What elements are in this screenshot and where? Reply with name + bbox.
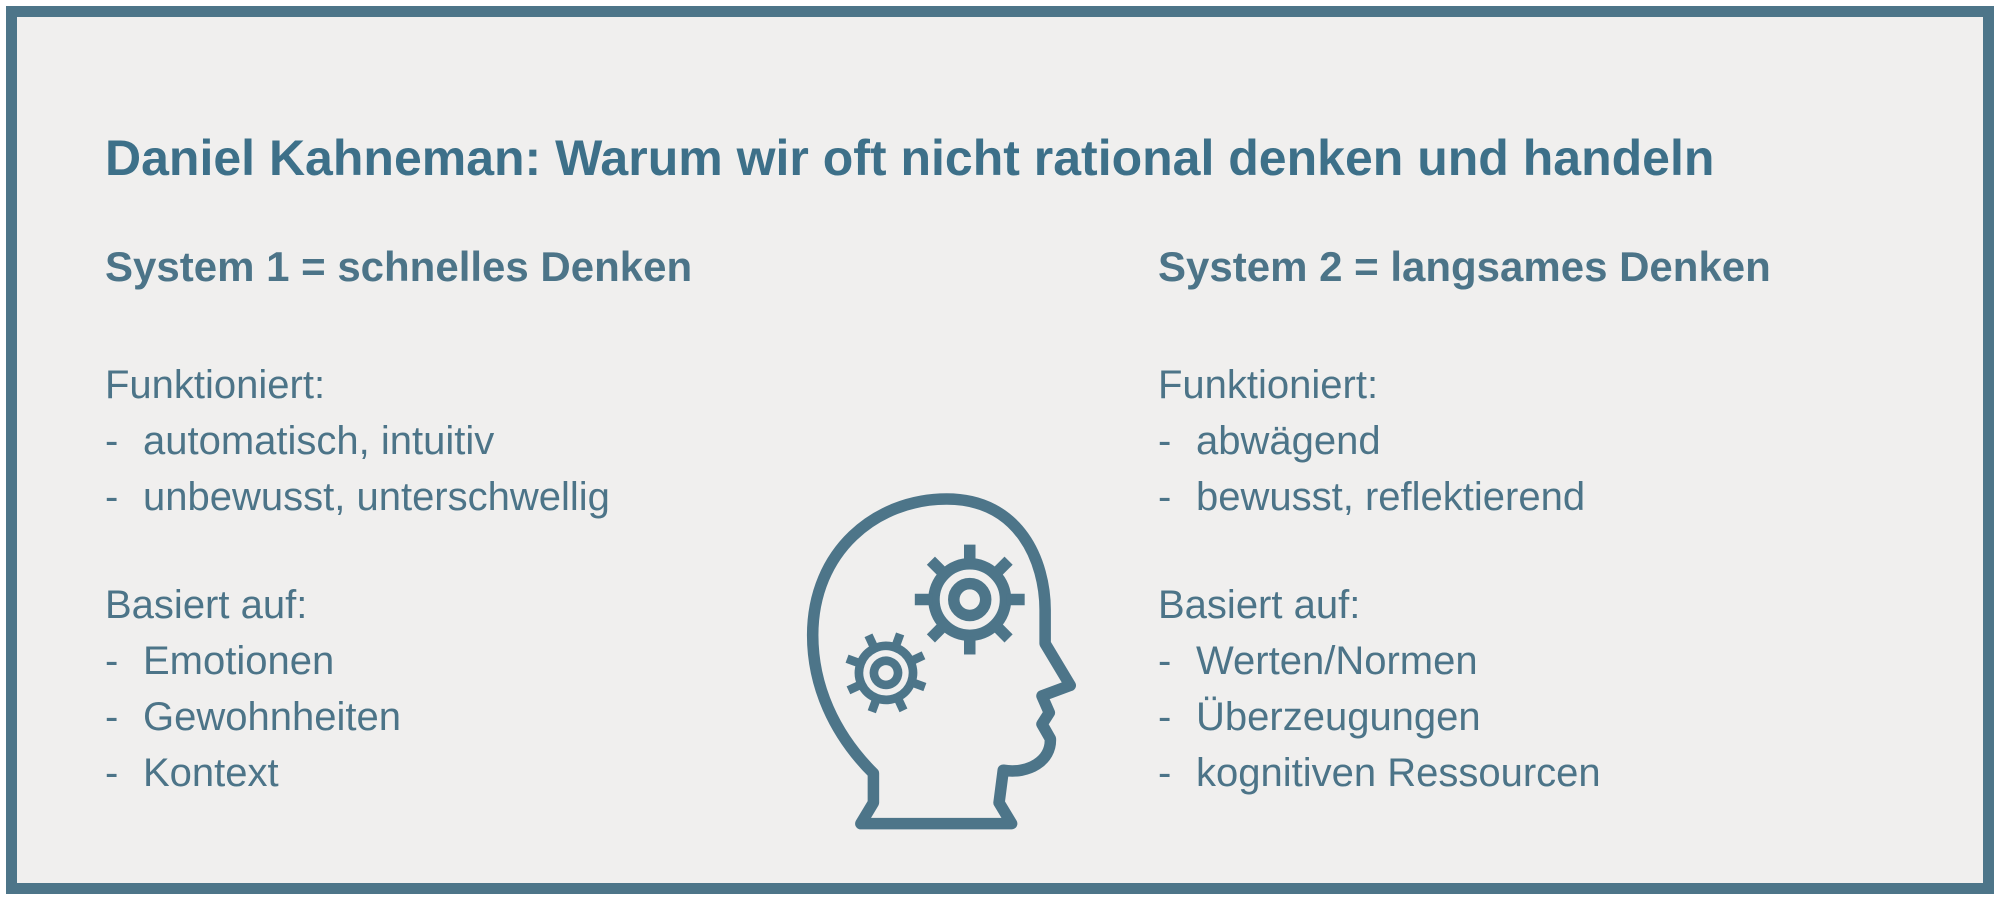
system-1-panel: System 1 = schnelles Denken Funktioniert… xyxy=(105,241,745,801)
list-item: -automatisch, intuitiv xyxy=(105,413,745,469)
list-item-text: Werten/Normen xyxy=(1196,639,1478,683)
list-item-text: Gewohnheiten xyxy=(143,695,401,739)
section-label: Funktioniert: xyxy=(105,363,326,407)
list-item: -Gewohnheiten xyxy=(105,689,745,745)
system-1-basiert-section: Basiert auf: -Emotionen -Gewohnheiten -K… xyxy=(105,577,745,801)
bullet-dash: - xyxy=(1158,639,1172,683)
system-2-panel: System 2 = langsames Denken Funktioniert… xyxy=(1158,241,1798,801)
page-title: Daniel Kahneman: Warum wir oft nicht rat… xyxy=(105,129,1715,186)
list-item: -Kontext xyxy=(105,745,745,801)
system-1-funktioniert-section: Funktioniert: -automatisch, intuitiv -un… xyxy=(105,357,745,525)
gear-icon xyxy=(915,545,1025,655)
system-2-heading: System 2 = langsames Denken xyxy=(1158,243,1771,290)
list-item: -kognitiven Ressourcen xyxy=(1158,745,1798,801)
system-1-heading: System 1 = schnelles Denken xyxy=(105,243,693,290)
list-item-text: Überzeugungen xyxy=(1196,695,1481,739)
bullet-dash: - xyxy=(1158,475,1172,519)
bullet-dash: - xyxy=(105,639,119,683)
list-item-text: bewusst, reflektierend xyxy=(1196,475,1586,519)
list-item: -abwägend xyxy=(1158,413,1798,469)
list-item-text: kognitiven Ressourcen xyxy=(1196,751,1601,795)
bullet-dash: - xyxy=(105,419,119,463)
list-item-text: unbewusst, unterschwellig xyxy=(143,475,610,519)
head-with-gears-icon xyxy=(806,493,1077,830)
list-item: -unbewusst, unterschwellig xyxy=(105,469,745,525)
list-item-text: automatisch, intuitiv xyxy=(143,419,495,463)
head-profile-outline xyxy=(806,493,1077,830)
list-item-text: abwägend xyxy=(1196,419,1381,463)
list-item: -bewusst, reflektierend xyxy=(1158,469,1798,525)
system-2-funktioniert-section: Funktioniert: -abwägend -bewusst, reflek… xyxy=(1158,357,1798,525)
list-item-text: Emotionen xyxy=(143,639,335,683)
bullet-dash: - xyxy=(105,695,119,739)
gear-icon xyxy=(833,620,939,726)
list-item: -Überzeugungen xyxy=(1158,689,1798,745)
section-label: Funktioniert: xyxy=(1158,363,1379,407)
infographic-frame: Daniel Kahneman: Warum wir oft nicht rat… xyxy=(6,6,1994,894)
section-label: Basiert auf: xyxy=(105,583,308,627)
bullet-dash: - xyxy=(105,475,119,519)
bullet-dash: - xyxy=(1158,419,1172,463)
bullet-dash: - xyxy=(1158,751,1172,795)
system-2-basiert-section: Basiert auf: -Werten/Normen -Überzeugung… xyxy=(1158,577,1798,801)
list-item-text: Kontext xyxy=(143,751,279,795)
bullet-dash: - xyxy=(1158,695,1172,739)
section-label: Basiert auf: xyxy=(1158,583,1361,627)
list-item: -Werten/Normen xyxy=(1158,633,1798,689)
bullet-dash: - xyxy=(105,751,119,795)
list-item: -Emotionen xyxy=(105,633,745,689)
